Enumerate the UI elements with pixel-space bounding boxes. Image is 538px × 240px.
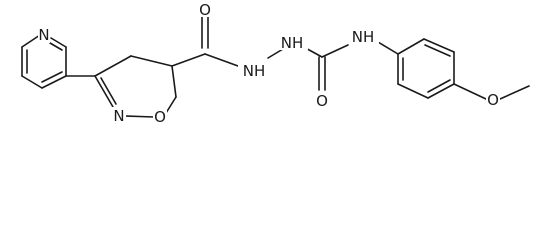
svg-text:NH: NH xyxy=(352,28,375,46)
atom-label-urea-carbonyl-o: O xyxy=(315,92,329,110)
nh-to-phenyl-bond xyxy=(377,41,399,55)
atom-label-anilide-nh: NH xyxy=(347,28,379,46)
isoxazoline-ring xyxy=(94,55,177,118)
svg-text:NH: NH xyxy=(243,62,266,80)
svg-text:O: O xyxy=(199,1,211,19)
atom-label-ether-o: O xyxy=(486,91,500,109)
benzene-ring xyxy=(397,38,455,99)
atom-label-isoxazoline-n: N xyxy=(112,107,126,125)
top-carbonyl xyxy=(201,16,209,49)
atom-label-hydrazide-nh-right: NH xyxy=(276,34,308,52)
pyridine-ring xyxy=(21,34,67,89)
nh-to-nh-bond xyxy=(267,48,284,59)
carbonyl-to-nh-bond xyxy=(204,53,239,67)
svg-text:NH: NH xyxy=(281,34,304,52)
urea-to-nh-bond xyxy=(321,44,349,58)
svg-text:O: O xyxy=(316,92,328,110)
oxygen-to-methyl-bond xyxy=(499,85,530,100)
urea-carbonyl xyxy=(318,56,326,91)
atom-label-top-carbonyl-o: O xyxy=(198,1,212,19)
phenyl-to-oxygen-bond xyxy=(453,83,487,100)
atom-label-pyridine-n: N xyxy=(38,26,50,44)
svg-text:O: O xyxy=(154,108,166,126)
atom-label-isoxazoline-o: O xyxy=(153,108,167,126)
svg-text:O: O xyxy=(487,91,499,109)
ring-to-carbonyl-bond xyxy=(171,53,206,67)
svg-text:N: N xyxy=(113,107,124,125)
svg-text:N: N xyxy=(38,26,49,44)
atom-label-hydrazide-nh-left: NH xyxy=(238,62,270,80)
chemical-structure-diagram: N N O O NH NH O NH O xyxy=(21,1,530,126)
